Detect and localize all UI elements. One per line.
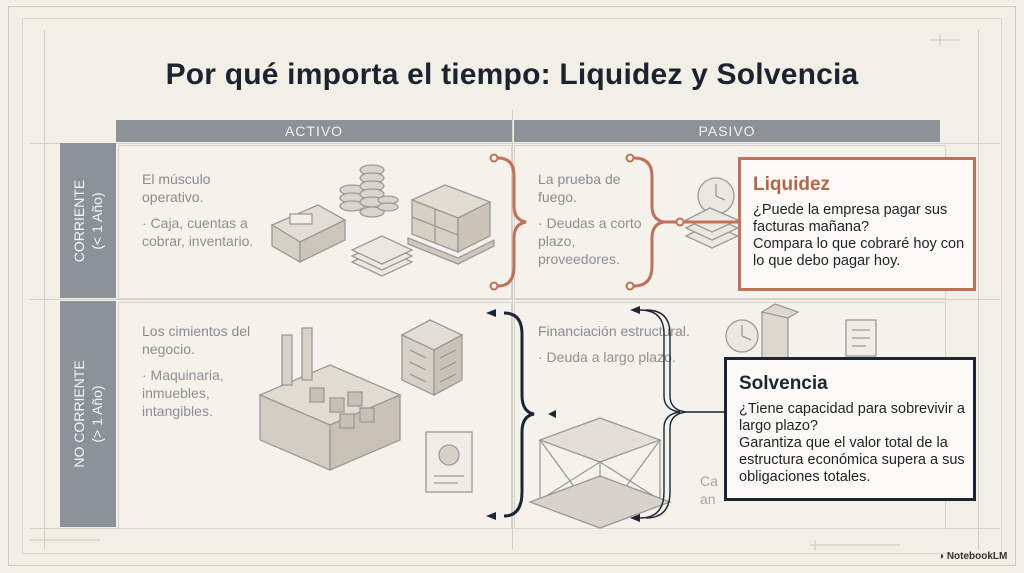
bracket-icon — [640, 310, 724, 518]
liquidez-box: Liquidez ¿Puede la empresa pagar sus fac… — [738, 157, 976, 291]
solvencia-question: ¿Tiene capacidad para sobrevivir a largo… — [739, 401, 969, 435]
brand-watermark: ◑ NotebookLM — [938, 551, 1007, 562]
document-icon — [846, 320, 876, 356]
factory-icon — [260, 328, 400, 470]
pillar-icon — [762, 304, 798, 358]
clock-icon — [698, 178, 734, 214]
solvencia-title: Solvencia — [739, 373, 969, 395]
liquidez-title: Liquidez — [753, 174, 967, 196]
liquidez-body: Compara lo que cobraré hoy con lo que de… — [753, 236, 967, 270]
solvencia-body: Garantiza que el valor total de la estru… — [739, 435, 969, 486]
paper-stack-icon — [352, 236, 412, 276]
paper-stack-icon — [686, 208, 738, 248]
clock-icon — [726, 320, 758, 352]
solvencia-box: Solvencia ¿Tiene capacidad para sobreviv… — [724, 357, 976, 501]
cash-register-icon — [272, 205, 345, 262]
bracket-icon — [498, 158, 738, 286]
brand-icon: ◑ — [938, 551, 944, 562]
connector-dots — [491, 155, 684, 290]
liquidez-question: ¿Puede la empresa pagar sus facturas mañ… — [753, 202, 967, 236]
steel-structure-icon — [530, 418, 670, 528]
coin-stack-icon — [340, 165, 398, 217]
building-icon — [402, 320, 462, 395]
brain-document-icon — [426, 432, 472, 492]
boxes-pallet-icon — [408, 185, 494, 264]
brand-label: NotebookLM — [947, 551, 1008, 562]
bracket-icon — [504, 313, 534, 516]
